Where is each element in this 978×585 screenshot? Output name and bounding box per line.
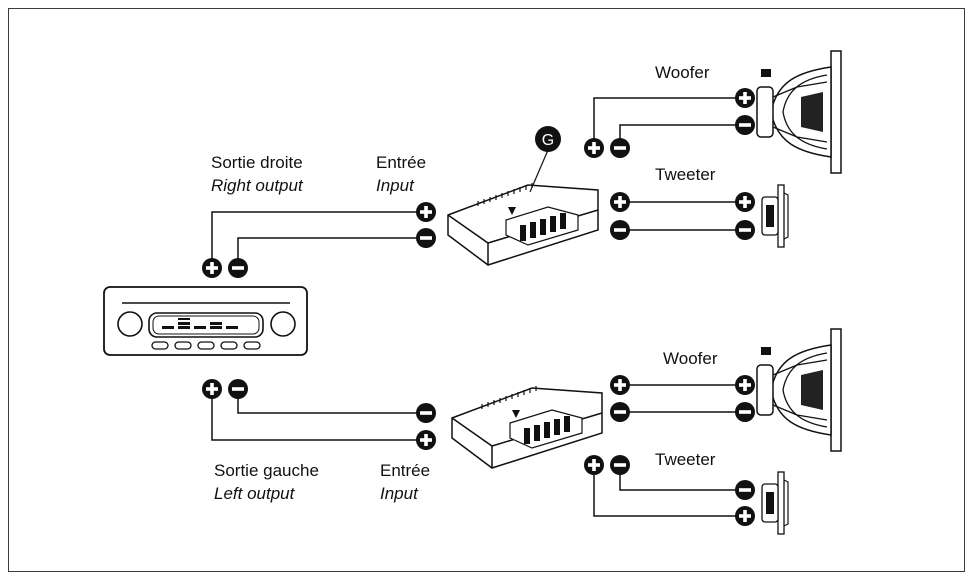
plus-terminal-icon bbox=[584, 455, 604, 475]
svg-text:G: G bbox=[542, 132, 554, 149]
tweeter-icon bbox=[761, 471, 789, 535]
plus-terminal-icon bbox=[416, 202, 436, 222]
top-tweeter-label: Tweeter bbox=[655, 165, 716, 184]
top-input-label-fr: Entrée bbox=[376, 153, 426, 172]
bottom-input-label-en: Input bbox=[380, 484, 419, 503]
plus-terminal-icon bbox=[416, 430, 436, 450]
left-output-label-en: Left output bbox=[214, 484, 296, 503]
minus-terminal-icon bbox=[735, 402, 755, 422]
plus-terminal-icon bbox=[735, 88, 755, 108]
woofer-speaker-icon bbox=[756, 328, 842, 452]
car-stereo-icon bbox=[103, 286, 308, 356]
diagram-frame bbox=[8, 8, 965, 572]
plus-terminal-icon bbox=[735, 506, 755, 526]
minus-terminal-icon bbox=[416, 403, 436, 423]
right-output-label-fr: Sortie droite bbox=[211, 153, 303, 172]
plus-terminal-icon bbox=[584, 138, 604, 158]
crossover-icon bbox=[447, 182, 599, 266]
minus-terminal-icon bbox=[610, 138, 630, 158]
plus-terminal-icon bbox=[735, 375, 755, 395]
bottom-input-label-fr: Entrée bbox=[380, 461, 430, 480]
top-input-wires bbox=[211, 211, 426, 268]
ground-badge: G bbox=[529, 126, 561, 193]
bottom-woofer-label: Woofer bbox=[663, 349, 718, 368]
left-output-label-fr: Sortie gauche bbox=[214, 461, 319, 480]
woofer-speaker-icon bbox=[756, 50, 842, 174]
plus-terminal-icon bbox=[610, 375, 630, 395]
top-input-label-en: Input bbox=[376, 176, 415, 195]
tweeter-icon bbox=[761, 184, 789, 248]
crossover-icon bbox=[451, 385, 603, 469]
minus-terminal-icon bbox=[735, 220, 755, 240]
bottom-tweeter-label: Tweeter bbox=[655, 450, 716, 469]
plus-terminal-icon bbox=[735, 192, 755, 212]
minus-terminal-icon bbox=[610, 402, 630, 422]
plus-terminal-icon bbox=[202, 379, 222, 399]
top-woofer-label: Woofer bbox=[655, 63, 710, 82]
minus-terminal-icon bbox=[228, 379, 248, 399]
plus-terminal-icon bbox=[202, 258, 222, 278]
minus-terminal-icon bbox=[610, 220, 630, 240]
top-output-wires bbox=[593, 97, 745, 231]
plus-terminal-icon bbox=[610, 192, 630, 212]
right-output-label-en: Right output bbox=[211, 176, 304, 195]
minus-terminal-icon bbox=[228, 258, 248, 278]
minus-terminal-icon bbox=[735, 480, 755, 500]
minus-terminal-icon bbox=[610, 455, 630, 475]
minus-terminal-icon bbox=[735, 115, 755, 135]
minus-terminal-icon bbox=[416, 228, 436, 248]
